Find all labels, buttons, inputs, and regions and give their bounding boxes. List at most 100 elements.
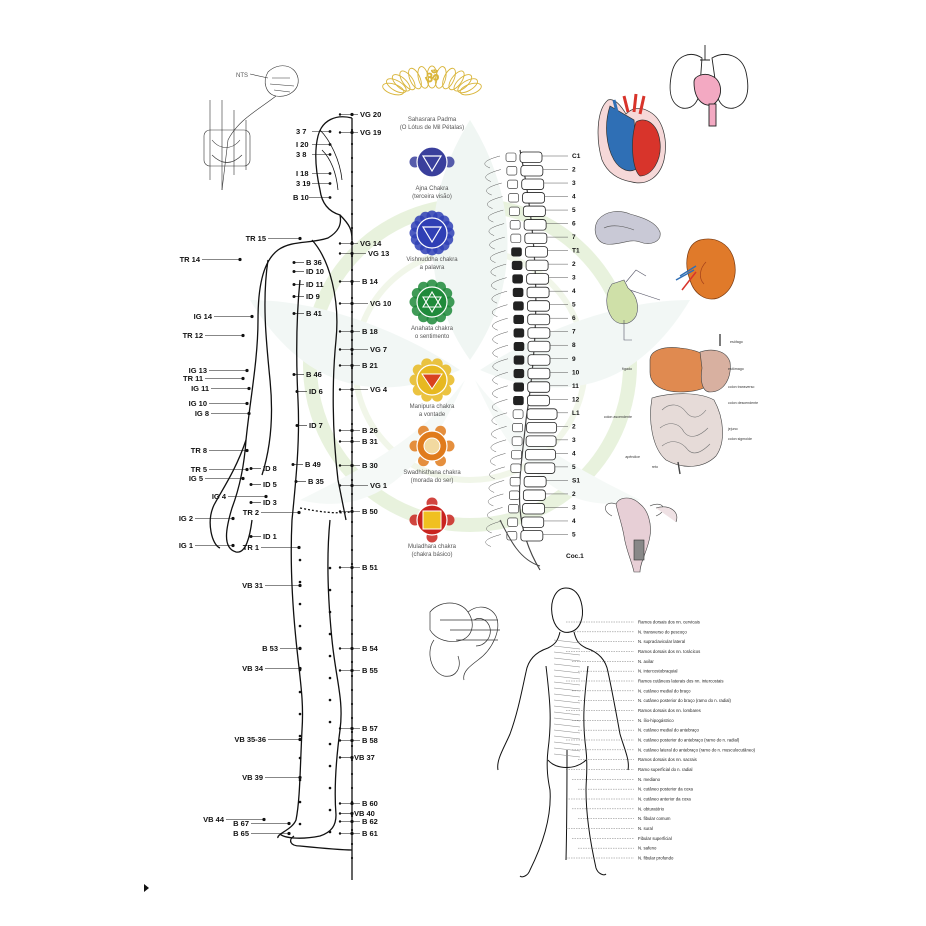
- nerve-label: Ramos dorsais dos nn. sacrais: [638, 757, 697, 762]
- acupoint-label: ID 10: [306, 267, 324, 276]
- vertebra-body: [508, 193, 519, 203]
- acupoint-label: IG 5: [189, 474, 203, 483]
- chakra-description: (chakra básico): [411, 552, 452, 558]
- vertebra-body: [513, 341, 525, 352]
- acupoint-label: VB 31: [242, 581, 263, 590]
- acupoint-label: I 20: [296, 140, 309, 149]
- vertebra-label: 9: [572, 356, 576, 363]
- nerve-root: [491, 412, 508, 426]
- vertebra: [521, 178, 545, 190]
- lotus-petal: [448, 70, 465, 91]
- acupoint-dot: [350, 842, 354, 846]
- acupoint-dot: [298, 734, 302, 738]
- acupoint-label: ID 7: [309, 421, 323, 430]
- vertebra-body: [508, 504, 519, 514]
- chakra-name: Ajna Chakra: [415, 186, 449, 192]
- nerve-label: N. intercostobraquial: [638, 669, 677, 674]
- chakra-symbol: [409, 358, 455, 402]
- vertebra-body: [509, 206, 520, 216]
- nerve-root: [490, 263, 507, 277]
- acupoint-dot: [298, 800, 302, 804]
- lotus-petal: [434, 66, 447, 89]
- vertebra-label: 7: [572, 234, 576, 241]
- rib-line: [553, 699, 581, 704]
- acupoint-dot: [350, 366, 354, 370]
- acupoint-label: B 60: [362, 799, 378, 808]
- vertebra-label: 5: [572, 531, 576, 538]
- acupoint-dot: [350, 786, 354, 790]
- organ-label: fígado: [622, 367, 632, 371]
- acupoint-label: ID 5: [263, 480, 277, 489]
- lotus-petal: [408, 67, 422, 90]
- acupoint-dot: [298, 822, 302, 826]
- acupoint-dot: [350, 534, 354, 538]
- acupoint-dot: [350, 492, 354, 496]
- acupoint-label: TR 5: [191, 465, 207, 474]
- nerve-root: [487, 493, 504, 507]
- vertebra: [527, 367, 551, 380]
- chakra-name: Vishnuddha chakra: [406, 257, 458, 263]
- nerve-label: Fibular superficial: [638, 836, 672, 841]
- acupoint-dot: [350, 170, 354, 174]
- lungs-illustration: [669, 45, 749, 127]
- acupoint-dot: [350, 674, 354, 678]
- chakra-description: (morada do ser): [411, 478, 454, 484]
- acupoint-dot: [350, 268, 354, 272]
- vertebra-body: [507, 517, 519, 527]
- nerve-root: [487, 196, 503, 209]
- vertebra-label: S1: [572, 477, 580, 484]
- chakra-core: [416, 146, 448, 178]
- vertebra-label: 5: [572, 207, 576, 214]
- acupoint-dot: [350, 240, 354, 244]
- nerve-root: [485, 169, 501, 182]
- acupoint-dot: [350, 562, 354, 566]
- vertebra: [524, 462, 556, 474]
- nerve-label: N. safeno: [638, 846, 657, 851]
- lotus-petal: [459, 82, 482, 96]
- acupoint-dot: [298, 668, 302, 672]
- acupoint-dot: [350, 590, 354, 594]
- nerve-root: [492, 358, 509, 371]
- lotus-petal: [457, 78, 478, 94]
- nerve-label: N. supraclavicular lateral: [638, 639, 685, 644]
- acupoint-label: B 14: [362, 277, 379, 286]
- nerve-label: N. cutâneo posterior do antebraço (ramo …: [638, 738, 740, 743]
- nerve-label: N. cutâneo lateral do antebraço (ramo do…: [638, 747, 756, 752]
- chakra-name: Swadhisthana chakra: [403, 470, 461, 476]
- vertebra-label: 6: [572, 221, 576, 228]
- acupoint-label: TR 11: [183, 374, 203, 383]
- vertebra-body: [513, 382, 525, 392]
- acupoint-label: IG 10: [189, 399, 207, 408]
- vertebra-label: 7: [572, 329, 576, 336]
- nerve-label: N. ílio-hipogástrico: [638, 718, 674, 723]
- vertebra: [526, 286, 550, 299]
- chakra-name: Muladhara chakra: [408, 544, 457, 550]
- acupoint-dot: [350, 380, 354, 384]
- acupoint-dot: [328, 566, 332, 570]
- vertebra: [522, 489, 546, 501]
- vertebra: [522, 503, 545, 515]
- acupoint-label: B 50: [362, 507, 378, 516]
- acupoint-dot: [298, 624, 302, 628]
- spine-diagram: C1234567T123456789101112L12345S12345Coc.…: [484, 149, 584, 571]
- acupoint-dot: [350, 310, 354, 314]
- acupoint-dot: [350, 618, 354, 622]
- acupoint-dot: [350, 422, 354, 426]
- rib-line: [553, 711, 581, 716]
- vertebra-body: [511, 436, 523, 446]
- chakra-triangle: [421, 155, 443, 173]
- nerve-label: Ramos cutâneos laterais dos nn. intercos…: [638, 679, 724, 684]
- acupoint-label: B 46: [306, 370, 322, 379]
- nerve-root: [490, 453, 506, 466]
- acupoint-dot: [350, 184, 354, 188]
- vertebra: [527, 340, 551, 353]
- nerve-label: N. sural: [638, 826, 653, 831]
- acupoint-dot: [298, 580, 302, 584]
- vertebra-label: 3: [572, 275, 576, 282]
- acupoint-dot: [350, 156, 354, 160]
- acupoint-dot: [350, 660, 354, 664]
